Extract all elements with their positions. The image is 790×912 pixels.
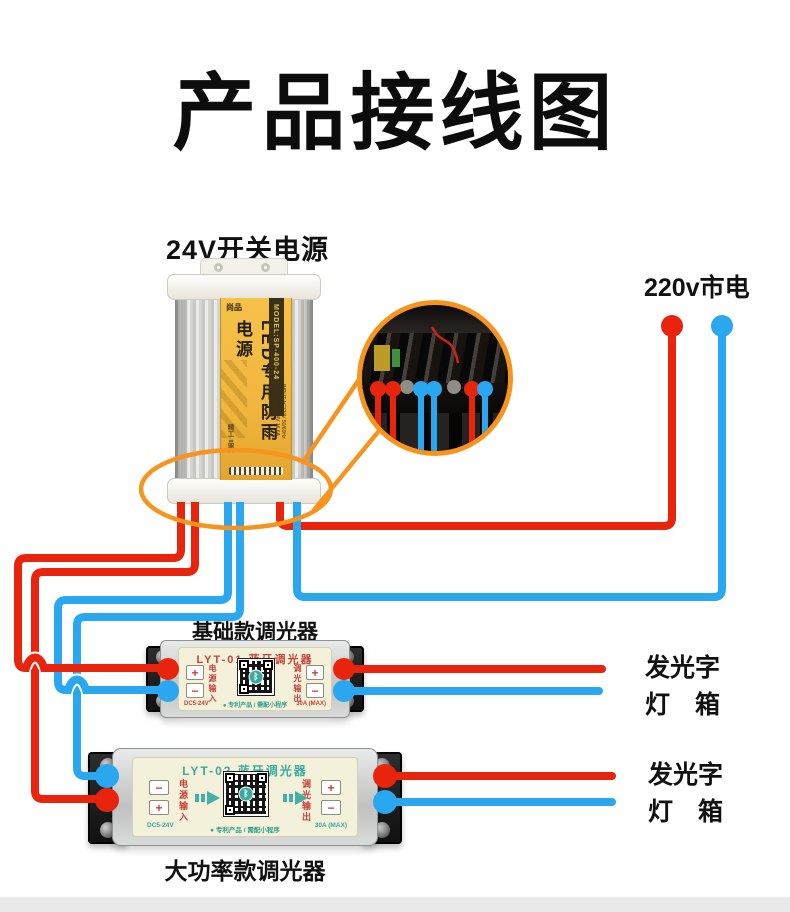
high-power-dimmer-heading: 大功率款调光器: [164, 858, 326, 884]
load-label-basic: 发光字 灯 箱: [645, 650, 735, 724]
bluetooth-icon: ᛒ: [248, 669, 264, 685]
magnified-terminal-dots: [370, 381, 493, 397]
lyt01-label-plate: LYT-01 蓝牙调光器 + − 电源输入 DC5-24V ᛒ 调光输出 + −…: [178, 647, 332, 711]
mains-live-dot: [661, 315, 683, 337]
magnifier-wires: [370, 326, 493, 451]
terminal-screw: [400, 380, 414, 394]
load-label-line2: 灯 箱: [648, 798, 724, 826]
lyt01-input-spec: DC5-24V: [184, 701, 209, 707]
qr-finder: [225, 773, 235, 783]
bottom-bar: [0, 897, 790, 912]
power-supply-specs: INPUT:AC220V 50/60Hz OUTPUT:DC24V 16.6A …: [268, 384, 286, 439]
lyt02-footnote: ● 专利产品 / 需配小程序: [210, 827, 280, 834]
load-label-line2: 灯 箱: [645, 691, 721, 719]
mounting-hole: [261, 263, 270, 272]
certification-marks: [229, 467, 283, 475]
bluetooth-icon: ᛒ: [238, 786, 254, 802]
lyt02-output-minus-terminal-label: −: [321, 800, 341, 815]
load-label-high-power: 发光字 灯 箱: [648, 757, 738, 831]
lyt02-input-minus-terminal-label: −: [149, 780, 169, 795]
mains-neutral-dot: [711, 315, 733, 337]
qr-code: ᛒ: [223, 771, 269, 817]
lyt01-input-plus-terminal-label: +: [186, 665, 204, 680]
load-label-line1: 发光字: [645, 654, 721, 682]
wire-red-supply-to-lyt01: [14, 502, 185, 673]
magnified-wires: [375, 391, 488, 451]
lyt01-input-minus-terminal-label: −: [186, 683, 204, 698]
lyt02-label-plate: LYT-02 蓝牙调光器 − + 电源输入 DC5-24V ᛒ 调光输出 + −…: [132, 757, 358, 837]
signal-arrow-icon: [195, 791, 220, 805]
power-supply-model: MODEL:SP-400-24: [272, 304, 279, 381]
power-supply-bottom-cap: [167, 478, 321, 504]
lyt01-output-label: 调光输出: [293, 664, 302, 704]
lyt01-footnote: ● 专利产品 / 需配小程序: [222, 703, 288, 709]
page-title: 产品接线图: [172, 66, 618, 160]
power-supply-quality-text: 精工·品质: [226, 423, 233, 452]
power-supply-top-cap: [167, 274, 321, 300]
label-stripes-decoration: [221, 360, 247, 438]
signal-arrow-icon: [283, 791, 308, 805]
power-supply-label: 尚品 LED专用防雨电源 MODEL:SP-400-24 INPUT:AC220…: [220, 298, 292, 480]
qr-finder: [257, 773, 267, 783]
terminal-screw: [374, 822, 390, 838]
mounting-hole: [214, 263, 223, 272]
lyt02-input-label: 电源输入: [178, 779, 188, 823]
lyt01-output-plus-terminal-label: +: [306, 665, 324, 680]
qr-code: ᛒ: [237, 658, 275, 696]
lyt01-output-minus-terminal-label: −: [306, 683, 324, 698]
lyt02-output-plus-terminal-label: +: [321, 780, 341, 795]
lyt01-input-label: 电源输入: [208, 664, 217, 704]
load-label-line1: 发光字: [648, 761, 724, 789]
lyt02-input-plus-terminal-label: +: [149, 800, 169, 815]
power-supply-brand: 尚品: [226, 303, 242, 312]
qr-finder: [225, 805, 235, 815]
terminal-magnifier: [357, 300, 513, 456]
lyt02-input-spec: DC5-24V: [147, 822, 174, 829]
wire-crossover-gap: [20, 651, 50, 671]
terminal-screw: [447, 380, 461, 394]
lyt02-output-label: 调光输出: [301, 779, 311, 823]
internal-red-wire: [430, 326, 460, 364]
qr-finder: [263, 660, 273, 670]
qr-finder: [239, 660, 249, 670]
lyt01-output-spec: 30A (MAX): [296, 701, 326, 707]
wire-crossover-gap: [62, 673, 92, 693]
qr-finder: [239, 684, 249, 694]
mains-heading: 220v市电: [644, 274, 750, 302]
lyt02-output-spec: 30A (MAX): [314, 822, 347, 829]
